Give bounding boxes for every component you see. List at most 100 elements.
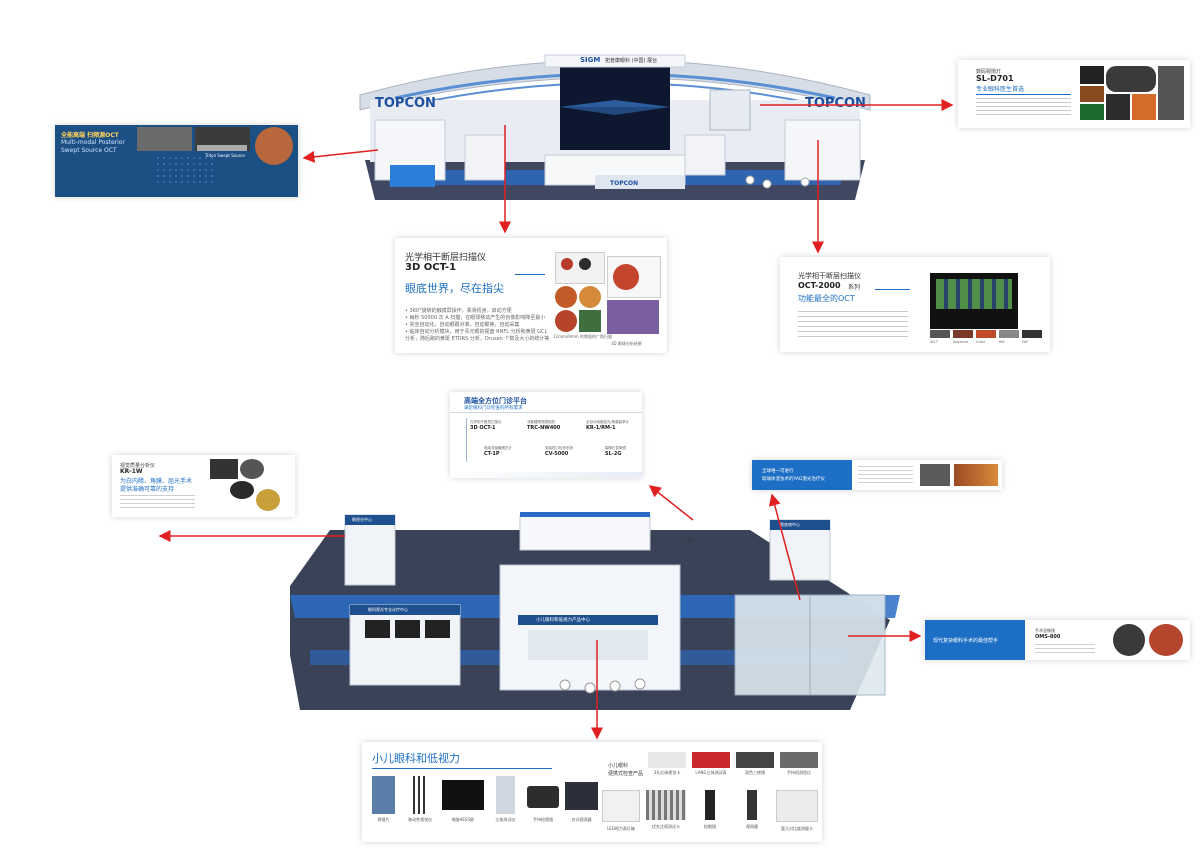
product-image xyxy=(646,790,686,820)
platform-item-desc: 裂隙灯显微镜 xyxy=(605,446,626,450)
oms-blue-block xyxy=(925,620,1025,660)
product-image xyxy=(648,752,686,768)
sld701-category: 数码裂隙灯 xyxy=(976,69,1002,75)
triton-particles xyxy=(155,155,215,185)
product-image xyxy=(412,776,428,814)
product-item: 视镜片 xyxy=(368,776,399,823)
panel-platform: 高端全方位门诊平台 满足眼科门诊检查的所有需求 光学相干断层扫描仪 3D OCT… xyxy=(450,392,642,478)
product-image xyxy=(692,752,730,768)
platform-item: 光学相干断层扫描仪 3D OCT-1 xyxy=(470,420,502,431)
oct1-divider xyxy=(515,274,545,275)
booth-top-svg xyxy=(359,54,871,200)
platform-item-model: SL-2G xyxy=(605,451,622,457)
oct1-category: 光学相干断层扫描仪 xyxy=(405,253,487,263)
sld701-slogan: 专业眼科医生首选 xyxy=(976,86,1025,93)
thumb-label: Advance xyxy=(953,340,969,344)
oms-image1 xyxy=(1113,624,1145,656)
platform-item: 非散瞳眼底照相机 TRC-NW400 xyxy=(527,420,560,431)
platform-item: 裂隙灯显微镜 SL-2G xyxy=(605,446,626,457)
platform-item-model: CV-5000 xyxy=(545,451,569,457)
pediatric-title: 小儿眼科和低视力 xyxy=(372,752,460,765)
product-image xyxy=(705,790,715,820)
oct2000-model-suffix: 系列 xyxy=(848,284,861,291)
triton-caption: Triton Swept Source xyxy=(205,153,245,158)
kr1w-model: KR-1W xyxy=(120,468,143,475)
counter-brand: TOPCON xyxy=(610,180,639,187)
product-label: 双色三棱镜 xyxy=(745,770,765,775)
sign-right: 眼底病中心 xyxy=(780,522,800,527)
sld701-model: SL-D701 xyxy=(976,74,1014,83)
product-label: 立体测试仪 xyxy=(495,817,516,822)
product-item: 手持阳测验仪 xyxy=(780,752,818,776)
kr1w-images xyxy=(210,459,290,514)
sign-back: 门诊 xyxy=(685,538,693,543)
product-label: 检眼镜 xyxy=(704,824,716,829)
product-item: 检眼镜 xyxy=(692,790,728,832)
oms-model: OMS-800 xyxy=(1035,634,1061,640)
kr1w-lines xyxy=(120,495,195,509)
oct2000-grid xyxy=(936,279,1012,309)
yag-lines xyxy=(858,466,913,484)
product-label: 婴儿对比度测量卡 xyxy=(781,826,813,831)
platform-item-model: 3D OCT-1 xyxy=(470,425,496,431)
triton-images xyxy=(137,127,297,167)
product-image xyxy=(780,752,818,768)
product-item: 立体测试仪 xyxy=(490,776,521,823)
product-item: 台式视测器 xyxy=(565,776,598,823)
product-item: 手持检视镜 xyxy=(526,776,560,823)
pediatric-right-subtitle: 便携式检查产品 xyxy=(608,771,644,777)
oms-text: 现代复杂眼科手术的最佳帮手 xyxy=(933,638,999,644)
sign-left: 眼视光中心 xyxy=(352,517,372,522)
product-item: 优先注视测试卡 xyxy=(646,790,686,832)
product-item: 移动性视觉仪 xyxy=(405,776,436,823)
oct1-caption1: 12mmx9mm 的增强的广角扫描 xyxy=(553,334,612,339)
oms-lines xyxy=(1035,644,1095,654)
product-label: 手持阳测验仪 xyxy=(787,770,811,775)
product-label: 手持检视镜 xyxy=(532,817,553,822)
oms-category: 手术显微镜 xyxy=(1035,628,1055,633)
kr1w-slogan-line1: 为白内障、角膜、屈光手术 xyxy=(120,478,193,485)
triton-title: 全能高端 扫频源OCT xyxy=(61,132,119,139)
yag-image1 xyxy=(920,464,950,486)
product-image xyxy=(526,786,560,808)
platform-item-desc: 光学相干断层扫描仪 xyxy=(470,420,502,424)
sign-mid-left: 眼科视光专业诊疗中心 xyxy=(368,607,408,612)
pediatric-products-left: 视镜片 移动性视觉仪 电脑HESS屏 立体测试仪 手持检视镜 台式视测器 xyxy=(368,776,598,823)
platform-footer xyxy=(450,472,642,478)
product-item: 婴儿对比度测量卡 xyxy=(776,790,818,832)
oct1-bullet: 分析，随后跑的黄斑 ETDRS 分析，Drusen 个数及大小的统计等 xyxy=(405,336,550,342)
oct2000-model: OCT-2000 xyxy=(798,281,841,290)
yag-text: 玻璃体混浊术的YAG激光治疗仪 xyxy=(762,477,825,482)
platform-item: 电脑视力检查系统 CV-5000 xyxy=(545,446,573,457)
product-item: 双色三棱镜 xyxy=(736,752,774,776)
booth-bottom-render: 眼视光中心 眼科视光专业诊疗中心 小儿眼科和低视力产品中心 眼底病中心 门诊 xyxy=(280,500,910,720)
oct1-model: 3D OCT-1 xyxy=(405,262,457,273)
triton-subtitle2: Swept Source OCT xyxy=(61,147,117,154)
oct2000-slogan: 功能最全的OCT xyxy=(798,294,855,303)
product-image xyxy=(495,776,515,814)
product-label: 电脑HESS屏 xyxy=(451,817,474,822)
oct2000-thumbs xyxy=(930,330,1042,338)
pediatric-products-top: 3孔红绿视觉卡 LANG立体测试表 双色三棱镜 手持阳测验仪 xyxy=(648,752,818,776)
product-label: 移动性视觉仪 xyxy=(408,817,433,822)
platform-item-desc: 电脑视力检查系统 xyxy=(545,446,573,450)
product-image xyxy=(736,752,774,768)
platform-item: 电脑非接触眼压计 CT-1P xyxy=(484,446,512,457)
product-item: 视网膜 xyxy=(734,790,770,832)
sld701-images xyxy=(1080,66,1185,122)
thumb-label: 3D-T xyxy=(930,340,939,344)
panel-yag: 全球唯一可进行 玻璃体混浊术的YAG激光治疗仪 xyxy=(752,460,1002,490)
product-item: LANG立体测试表 xyxy=(692,752,730,776)
oct2000-lines xyxy=(798,311,908,339)
product-label: 台式视测器 xyxy=(571,817,592,822)
product-label: LED视力表灯箱 xyxy=(607,826,635,831)
panel-kr1w: 视觉质量分析仪 KR-1W 为白内障、角膜、屈光手术 提供准确可靠的支持 xyxy=(112,455,295,517)
product-item: 3孔红绿视觉卡 xyxy=(648,752,686,776)
panel-oms800: 现代复杂眼科手术的最佳帮手 手术显微镜 OMS-800 xyxy=(925,620,1190,660)
platform-item-desc: 电脑非接触眼压计 xyxy=(484,446,512,450)
thumb-label: Ref xyxy=(999,340,1005,344)
pediatric-right-title: 小儿眼科 xyxy=(608,763,629,769)
oct1-bullet: • 完全自动化，自动眼跟对准，自动聚焦，自动采集 xyxy=(405,322,520,328)
product-item: 电脑HESS屏 xyxy=(441,776,484,823)
oct1-caption2: 3D 眼球分析结果 xyxy=(611,341,642,346)
